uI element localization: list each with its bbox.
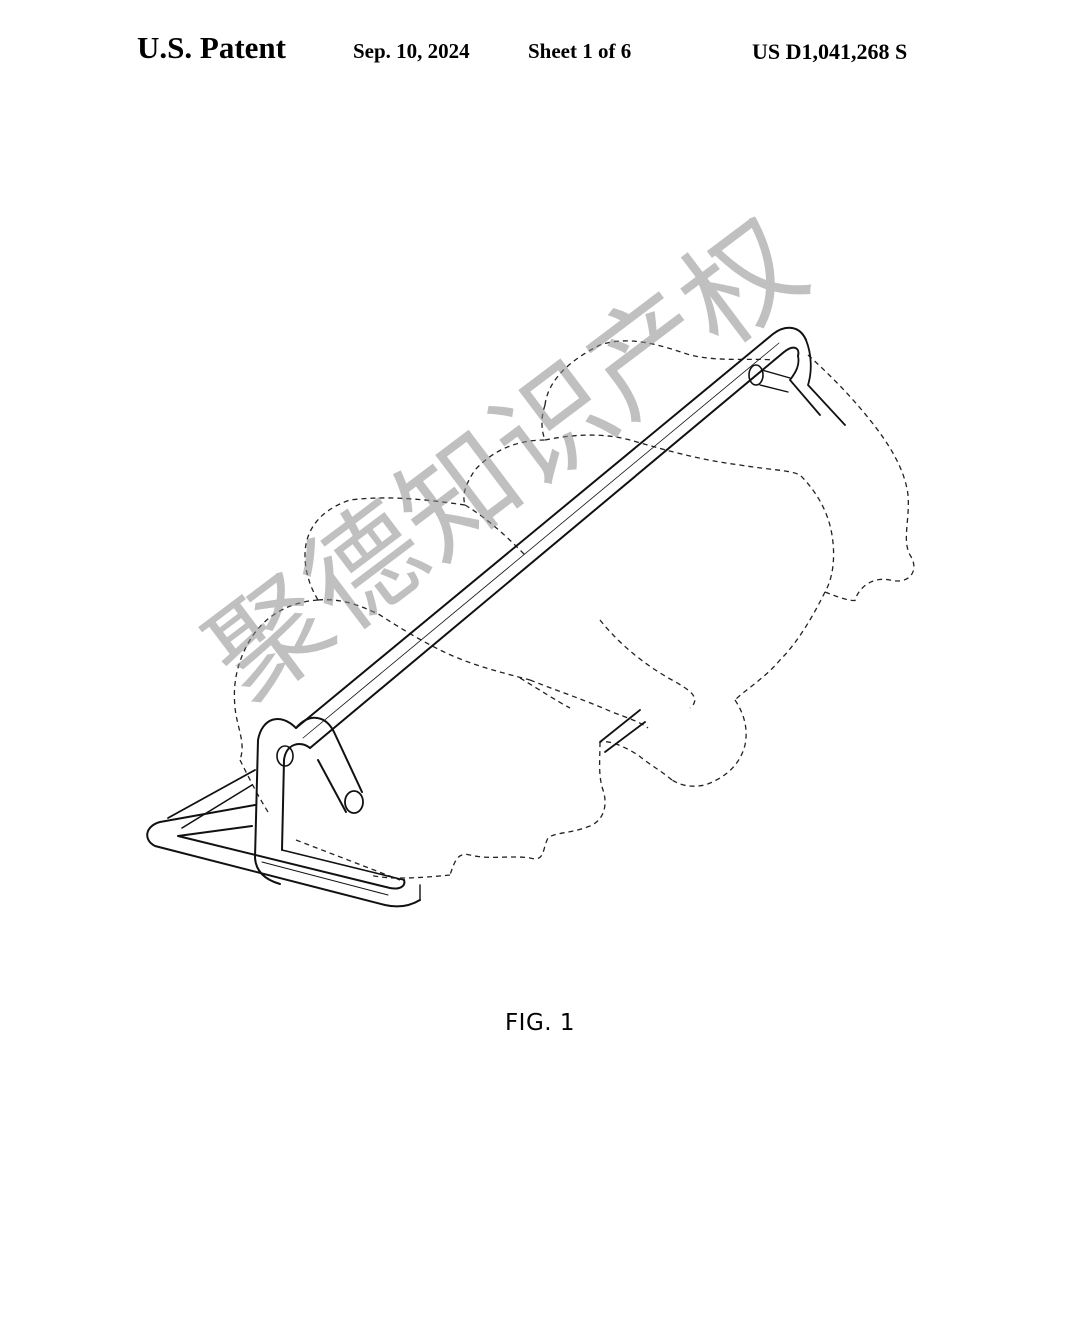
wire-rack: [146, 326, 846, 908]
patent-title: U.S. Patent: [137, 30, 286, 65]
patent-number: US D1,041,268 S: [752, 39, 908, 64]
dashed-environment-outline: [233, 340, 915, 881]
figure-label: FIG. 1: [504, 1010, 576, 1036]
patent-date: Sep. 10, 2024: [353, 39, 470, 63]
sheet-number: Sheet 1 of 6: [528, 39, 632, 63]
page-header: U.S. Patent Sep. 10, 2024 Sheet 1 of 6 U…: [0, 30, 1080, 70]
